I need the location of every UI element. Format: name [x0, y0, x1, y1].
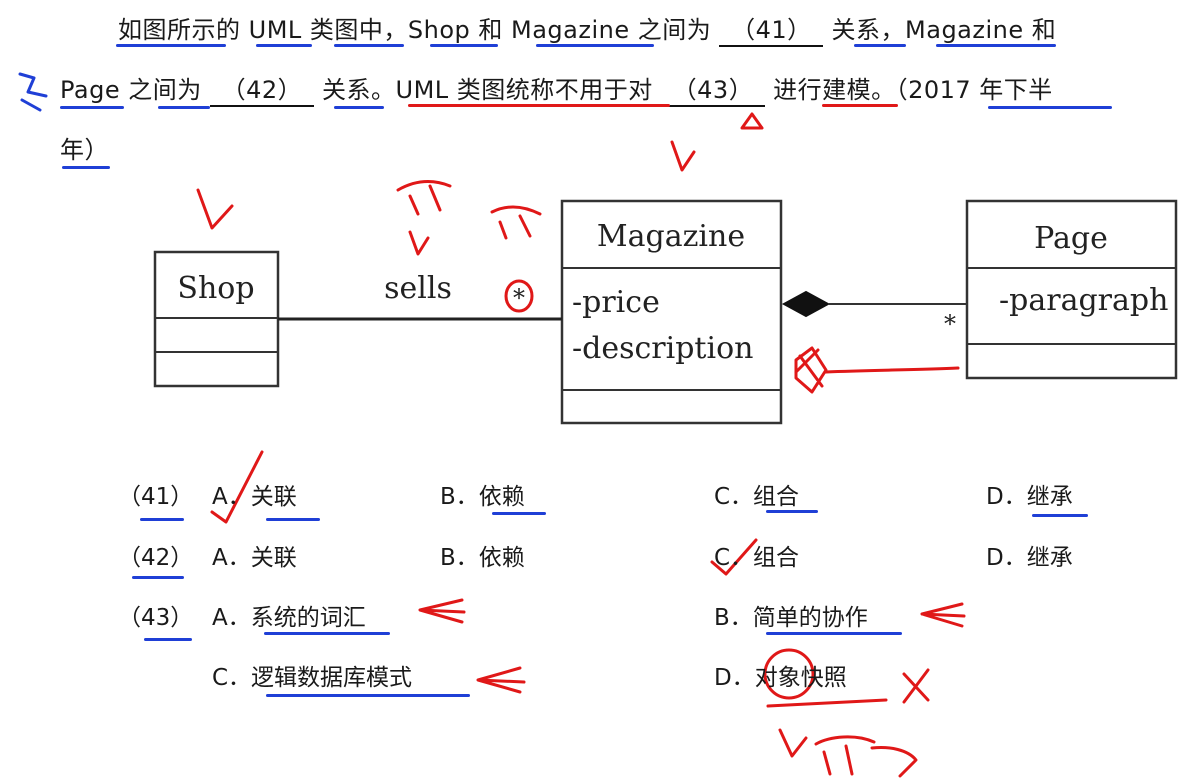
underline-annotation [266, 518, 320, 521]
underline-annotation [116, 44, 226, 47]
underline-annotation [536, 44, 654, 47]
question-text: 关系，Magazine 和 [831, 16, 1057, 44]
handwritten-note [396, 180, 452, 216]
magazine-class-box: Magazine -price -description [560, 199, 783, 425]
underline-annotation [266, 694, 470, 697]
option-42-b[interactable]: B．依赖 [440, 545, 525, 571]
magazine-attribute: -price [572, 285, 660, 320]
circle-annotation [763, 648, 815, 700]
line-annotation [766, 698, 888, 708]
underline-annotation [140, 518, 184, 521]
option-43-c[interactable]: C．逻辑数据库模式 [212, 665, 413, 691]
handwritten-note [814, 735, 918, 778]
underline-annotation [492, 512, 546, 515]
shop-class-box: Shop [153, 250, 280, 388]
underline-annotation [256, 44, 312, 47]
underline-annotation [822, 104, 898, 107]
option-41-d[interactable]: D．继承 [986, 484, 1073, 510]
arrow-annotation [476, 666, 526, 694]
question-text: 关系。UML 类图统称不用于对 [322, 76, 653, 104]
handwritten-note [490, 205, 542, 240]
underline-annotation [408, 104, 670, 107]
option-43-a[interactable]: A．系统的词汇 [212, 605, 366, 631]
question-text: 进行建模。（2017 年下半 [773, 76, 1053, 104]
arrow-annotation [408, 230, 430, 256]
option-43-d[interactable]: D．对象快照 [714, 665, 847, 691]
option-41-a[interactable]: A．关联 [212, 484, 297, 510]
magazine-attribute: -description [572, 331, 753, 366]
diamond-annotation [794, 346, 828, 394]
magazine-class-name: Magazine [597, 219, 745, 254]
check-mark [210, 450, 264, 524]
question-text: Page 之间为 [60, 76, 202, 104]
underline-annotation [334, 106, 384, 109]
page-class-box: Page -paragraph [965, 199, 1178, 380]
underline-annotation [264, 632, 390, 635]
option-42-a[interactable]: A．关联 [212, 545, 297, 571]
question-line-1: 如图所示的 UML 类图中，Shop 和 Magazine 之间为 （41） 关… [118, 10, 1056, 47]
blank-41: （41） [719, 10, 824, 47]
underline-annotation [766, 632, 902, 635]
page-attribute: -paragraph [999, 283, 1168, 318]
question-line-2: Page 之间为 （42） 关系。UML 类图统称不用于对 （43） 进行建模。… [60, 70, 1053, 107]
arrow-annotation [670, 140, 696, 172]
shop-class-name: Shop [177, 271, 254, 306]
underline-annotation [430, 44, 498, 47]
arrow-annotation [778, 728, 808, 758]
check-mark [710, 538, 758, 576]
underline-annotation [60, 106, 124, 109]
underline-annotation [132, 576, 184, 579]
composition-diamond [781, 290, 831, 318]
arrow-annotation [418, 598, 466, 624]
underline-annotation [936, 44, 1056, 47]
option-number-41: （41） [118, 484, 194, 510]
triangle-annotation [740, 112, 764, 130]
option-number-43: （43） [118, 605, 194, 631]
circle-annotation [504, 279, 534, 313]
underline-annotation [144, 638, 192, 641]
multiplicity-label: * [513, 284, 525, 312]
question-line-3: 年） [60, 130, 109, 165]
handwritten-mark [18, 72, 48, 98]
blank-42: （42） [209, 70, 314, 107]
page-class-name: Page [1034, 221, 1108, 256]
option-41-c[interactable]: C．组合 [714, 484, 800, 510]
question-text: 年） [60, 136, 109, 164]
blank-43: （43） [660, 70, 765, 107]
option-42-d[interactable]: D．继承 [986, 545, 1073, 571]
option-42-c[interactable]: C．组合 [714, 545, 800, 571]
line-annotation [824, 366, 960, 374]
underline-annotation [158, 106, 210, 109]
option-43-b[interactable]: B．简单的协作 [714, 605, 868, 631]
underline-annotation [1032, 514, 1088, 517]
option-41-b[interactable]: B．依赖 [440, 484, 525, 510]
arrow-annotation [196, 188, 234, 230]
question-text: 如图所示的 UML 类图中，Shop 和 Magazine 之间为 [118, 16, 712, 44]
underline-annotation [766, 510, 818, 513]
arrow-annotation [920, 602, 966, 628]
multiplicity-label: * [944, 310, 956, 338]
handwritten-mark [20, 98, 42, 112]
option-number-42: （42） [118, 545, 194, 571]
underline-annotation [854, 44, 906, 47]
cross-mark [902, 668, 930, 704]
association-label: sells [384, 271, 452, 306]
underline-annotation [988, 106, 1112, 109]
underline-annotation [334, 44, 404, 47]
underline-annotation [62, 166, 110, 169]
